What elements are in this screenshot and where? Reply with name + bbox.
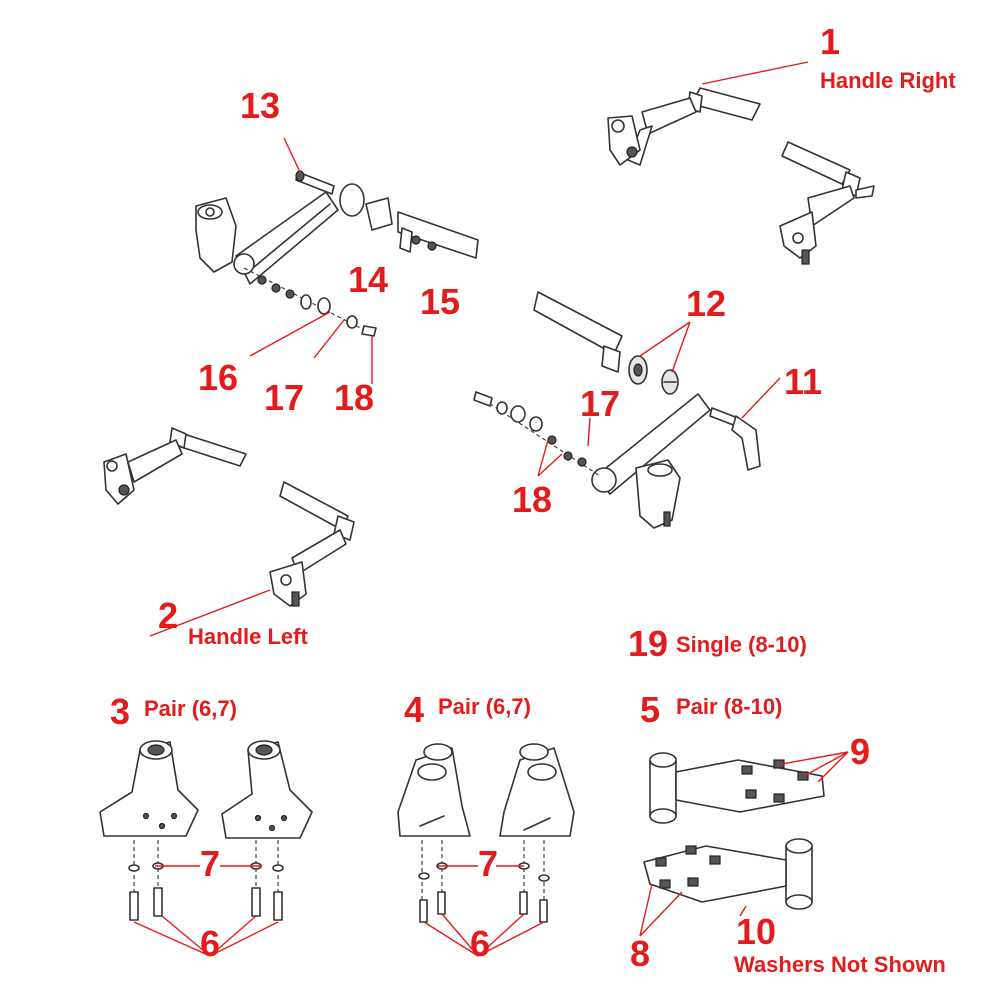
callout-13-number: 13: [240, 85, 281, 126]
callout-12-number: 12: [686, 283, 727, 324]
callout-19-label: Single (8-10): [676, 632, 807, 657]
handle-right-drawing: [607, 87, 875, 265]
callout-6-number-a: 6: [200, 923, 221, 964]
callout-3-label: Pair (6,7): [144, 696, 237, 721]
left-mechanism-drawing: [195, 170, 479, 337]
bracket-pair-4-drawing: [397, 743, 575, 923]
callout-4-label: Pair (6,7): [438, 694, 531, 719]
callout-6-number-b: 6: [470, 923, 491, 964]
callout-9-number: 9: [850, 731, 871, 772]
callout-8-number: 8: [630, 933, 651, 974]
callout-10-number: 10: [736, 911, 777, 952]
callout-2-label: Handle Left: [188, 624, 308, 649]
plate-pair-5-drawing: [643, 752, 825, 910]
callout-11-number: 11: [784, 361, 823, 402]
callout-19-number: 19: [628, 623, 669, 664]
callout-7-number-a: 7: [200, 843, 221, 884]
handle-left-drawing: [103, 427, 355, 607]
right-mechanism-drawing: [473, 291, 761, 529]
callout-3-number: 3: [110, 691, 131, 732]
callout-7-number-b: 7: [478, 843, 499, 884]
callout-1-number: 1: [820, 21, 841, 62]
callout-1-label: Handle Right: [820, 68, 956, 93]
callout-17-number-right: 17: [580, 383, 621, 424]
callout-16-number: 16: [198, 357, 239, 398]
callout-14-number: 14: [348, 259, 389, 300]
callout-10-label: Washers Not Shown: [734, 952, 946, 977]
callout-15-number: 15: [420, 281, 461, 322]
callout-17-number-left: 17: [264, 377, 305, 418]
callout-5-number: 5: [640, 689, 661, 730]
bracket-pair-3-drawing: [99, 740, 313, 921]
callout-4-number: 4: [404, 689, 425, 730]
callout-18-number-left: 18: [334, 377, 375, 418]
callout-18-number-right: 18: [512, 479, 553, 520]
leader-lines: [133, 61, 849, 957]
callout-2-number: 2: [158, 595, 179, 636]
callout-5-label: Pair (8-10): [676, 694, 783, 719]
